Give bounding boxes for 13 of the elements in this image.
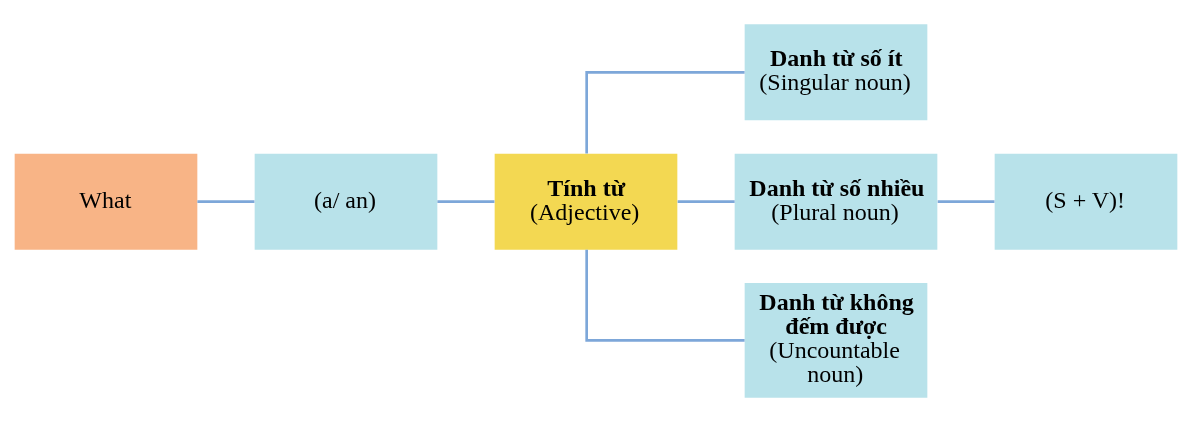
- node-box: (S + V)!: [994, 153, 1178, 250]
- connector: [937, 200, 995, 203]
- node-box: Danh từ số nhiều (Plural noun): [734, 153, 938, 250]
- connector: [585, 249, 745, 342]
- node-box: Danh từ số ít (Singular noun): [744, 24, 928, 121]
- connector: [677, 200, 735, 203]
- connector: [437, 200, 495, 203]
- connector: [197, 200, 255, 203]
- node-box: (a/ an): [254, 153, 438, 250]
- node-box: Danh từ không đếm được (Uncountable noun): [744, 283, 928, 398]
- connector: [585, 71, 745, 154]
- node-box: Tính từ (Adjective): [494, 153, 678, 250]
- node-box: What: [14, 153, 198, 250]
